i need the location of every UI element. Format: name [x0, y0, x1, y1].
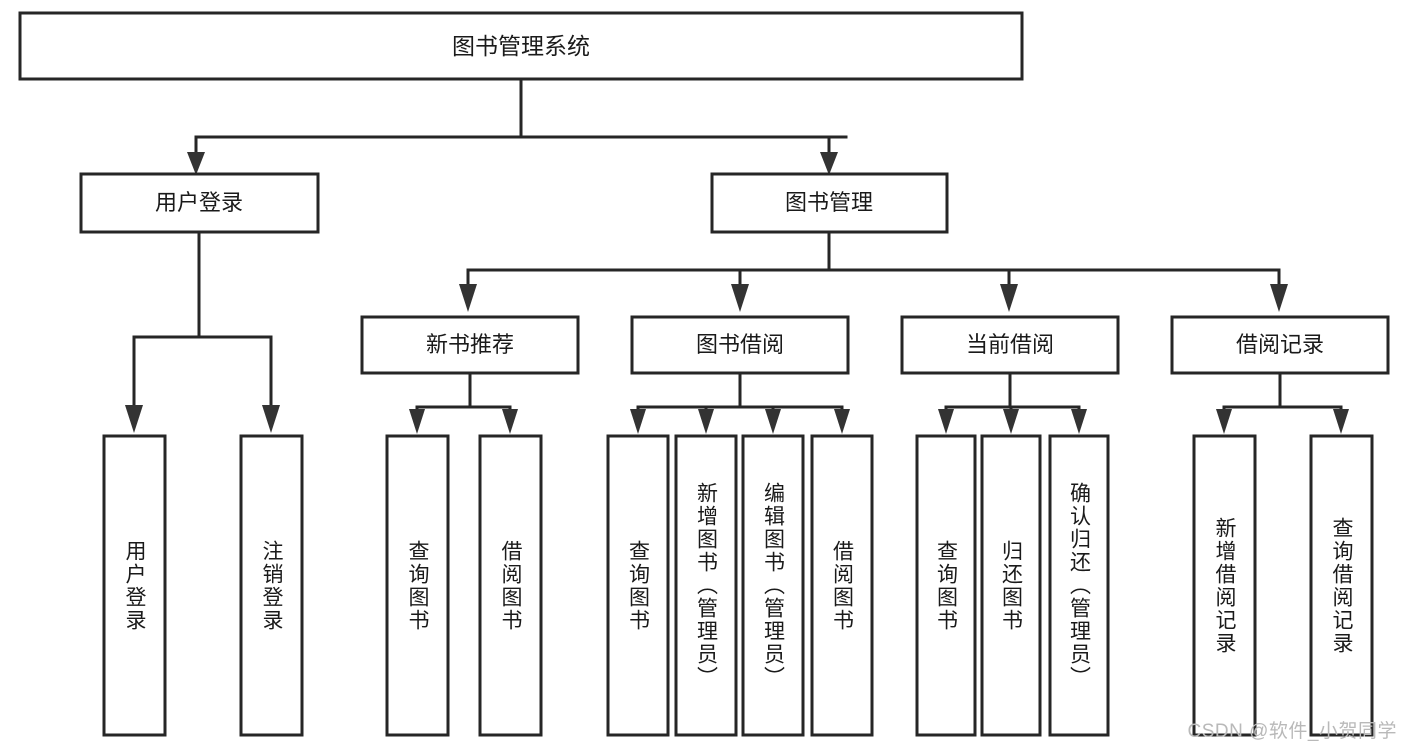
leaf-box-book-borrow-1[interactable] [606, 434, 670, 737]
node-borrow-record[interactable]: 借阅记录 [1170, 315, 1390, 375]
arrow-head-userlogin-leaf1 [125, 405, 143, 433]
leaf-box-book-borrow-3[interactable] [741, 434, 805, 737]
node-user-login[interactable]: 用户登录 [79, 172, 320, 234]
arrow-head-bookborrow [731, 284, 749, 312]
node-root-system-label: 图书管理系统 [452, 33, 590, 59]
connector-group-userlogin [125, 230, 280, 433]
arrow-head-bookborrow-l2 [698, 409, 714, 434]
leaf-box-borrow-record-2[interactable] [1309, 434, 1374, 737]
connector-group-newbook [409, 372, 518, 434]
leaf-box-book-borrow-2[interactable] [674, 434, 738, 737]
arrow-head-bookborrow-l4 [834, 409, 850, 434]
node-book-management[interactable]: 图书管理 [710, 172, 949, 234]
connector-group-root [187, 78, 848, 175]
node-book-management-box[interactable] [710, 172, 949, 234]
node-book-management-label: 图书管理 [785, 190, 873, 215]
node-borrow-record-box[interactable] [1170, 315, 1390, 375]
leaf-box-user-login-2[interactable] [239, 434, 304, 737]
node-current-borrow-box[interactable] [900, 315, 1120, 375]
node-book-borrow-label: 图书借阅 [696, 332, 784, 357]
node-book-borrow[interactable]: 图书借阅 [630, 315, 850, 375]
arrow-head-bookmgmt [820, 152, 838, 175]
leaf-box-current-borrow-2[interactable] [980, 434, 1042, 737]
arrow-head-userlogin-leaf2 [262, 405, 280, 433]
node-current-borrow[interactable]: 当前借阅 [900, 315, 1120, 375]
arrow-head-newbook-l2 [502, 409, 518, 434]
watermark-text: CSDN @软件_小贺同学 [1187, 721, 1397, 742]
leaf-box-current-borrow-1[interactable] [915, 434, 977, 737]
arrow-head-userlogin [187, 152, 205, 175]
leaf-box-user-login-1[interactable] [102, 434, 167, 737]
connector-group-borrowrecord [1216, 372, 1349, 434]
connector-group-bookborrow [630, 372, 850, 434]
arrow-head-bookborrow-l3 [765, 409, 781, 434]
node-new-book-recommend-label: 新书推荐 [426, 332, 514, 357]
node-root-system[interactable]: 图书管理系统 [18, 11, 1024, 81]
arrow-head-borrowrecord-l2 [1333, 409, 1349, 434]
arrow-head-bookborrow-l1 [630, 409, 646, 434]
leaf-box-current-borrow-3[interactable] [1048, 434, 1110, 737]
node-new-book-recommend[interactable]: 新书推荐 [360, 315, 580, 375]
node-borrow-record-label: 借阅记录 [1236, 332, 1324, 357]
arrow-head-currentborrow-l2 [1003, 409, 1019, 434]
connector-group-bookmgmt [459, 230, 1288, 312]
node-current-borrow-label: 当前借阅 [966, 332, 1054, 357]
leaf-box-book-borrow-4[interactable] [810, 434, 874, 737]
leaf-box-borrow-record-1[interactable] [1192, 434, 1257, 737]
arrow-head-currentborrow [1000, 284, 1018, 312]
node-new-book-recommend-box[interactable] [360, 315, 580, 375]
node-user-login-label: 用户登录 [155, 190, 243, 215]
arrow-head-borrowrecord-l1 [1216, 409, 1232, 434]
node-book-borrow-box[interactable] [630, 315, 850, 375]
leaf-box-new-book-2[interactable] [478, 434, 543, 737]
arrow-head-borrowrecord [1270, 284, 1288, 312]
arrow-head-currentborrow-l1 [938, 409, 954, 434]
node-user-login-box[interactable] [79, 172, 320, 234]
leaf-box-new-book-1[interactable] [385, 434, 450, 737]
arrow-head-newbook-l1 [409, 409, 425, 434]
arrow-head-newbook [459, 284, 477, 312]
arrow-head-currentborrow-l3 [1071, 409, 1087, 434]
node-root-system-box[interactable] [18, 11, 1024, 81]
connector-group-currentborrow [938, 372, 1087, 434]
